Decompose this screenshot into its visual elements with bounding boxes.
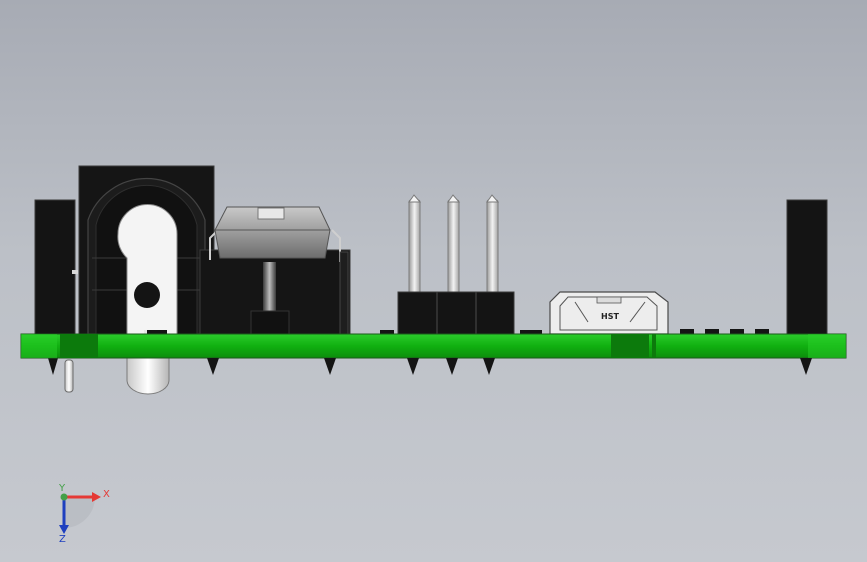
coordinate-triad[interactable]: X Y Z	[58, 483, 110, 545]
usb-marking-text: HST	[601, 312, 619, 321]
smd-parts	[147, 329, 769, 335]
left-post	[34, 199, 78, 335]
left-mount-pin	[64, 359, 74, 393]
right-post	[786, 199, 828, 335]
usb-connector: HST	[549, 291, 669, 335]
pin-tips	[207, 358, 812, 375]
z-axis-arrow	[59, 525, 69, 534]
x-axis-arrow	[92, 492, 101, 502]
switch-component	[78, 165, 215, 395]
y-axis-label: Y	[58, 483, 66, 494]
pin-header	[397, 194, 515, 335]
pcb-board[interactable]	[20, 333, 847, 359]
push-button-component	[199, 206, 351, 335]
z-axis-label: Z	[59, 534, 66, 545]
x-axis-label: X	[103, 489, 110, 500]
left-pin-tip	[48, 358, 58, 375]
y-axis-dot	[60, 493, 68, 501]
